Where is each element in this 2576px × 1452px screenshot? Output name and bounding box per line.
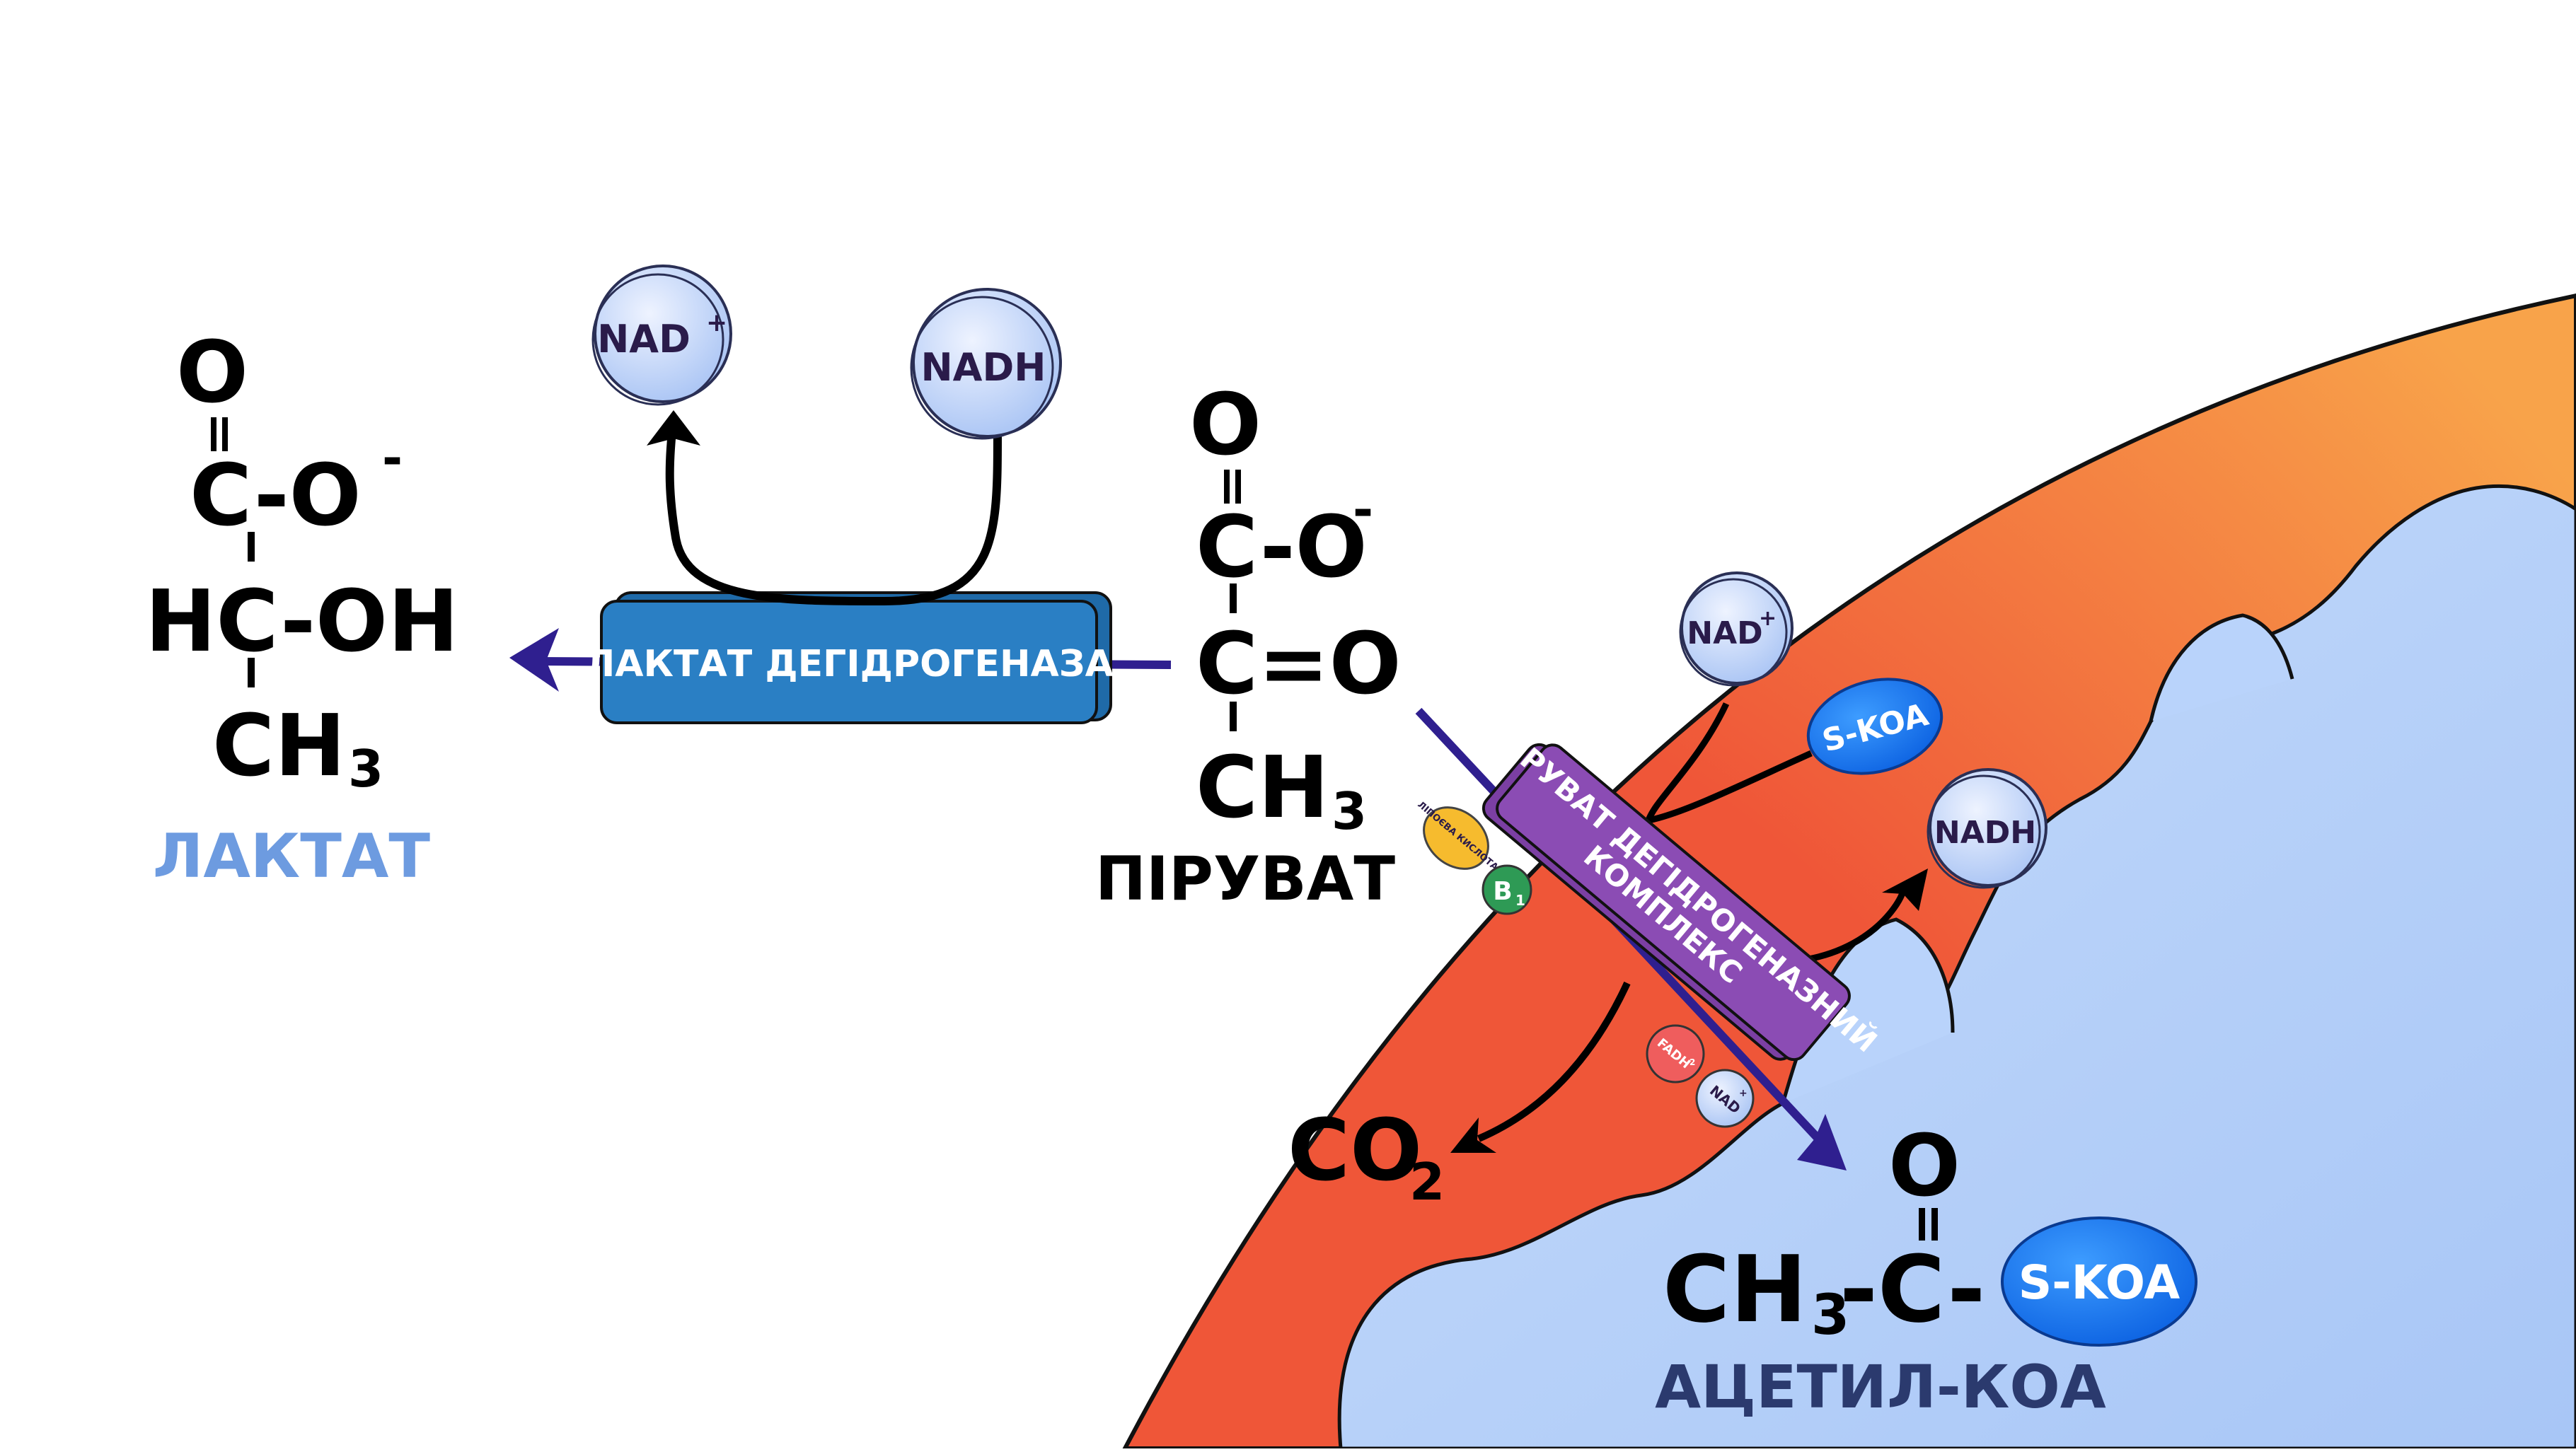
pdh-arrow-head <box>1797 1114 1847 1171</box>
cofactor-fadh-sub: 2 <box>1690 1057 1695 1067</box>
acetyl-skoa-text: S-KOA <box>2018 1255 2181 1310</box>
ldh-nad-plus-bubble <box>591 265 732 406</box>
pdh-nadh-bubble <box>1927 768 2047 889</box>
lactate-o-top: O <box>176 324 248 422</box>
ldh-label: ЛАКТАТ ДЕГІДРОГЕНАЗА <box>584 643 1114 685</box>
lactate-structure: O C-O - HC-OH CH 3 <box>145 324 459 798</box>
acetyl-coa-name: АЦЕТИЛ-КОА <box>1655 1352 2106 1422</box>
pdh-nad-plus-text: NAD <box>1687 615 1762 651</box>
co2-arrow-head <box>1450 1117 1496 1153</box>
acetyl-formula: CH <box>1663 1236 1807 1343</box>
co2-sub: 2 <box>1409 1152 1445 1212</box>
crista-fold <box>2149 613 2294 722</box>
pyruvate-row2: C=O <box>1196 615 1402 714</box>
ldh-cofactor-arrow-head <box>647 410 700 446</box>
acetyl-skoa-bubble <box>2001 1216 2197 1347</box>
cofactor-b1: B 1 <box>1482 864 1532 915</box>
lactate-arrow-head <box>509 628 559 692</box>
pdh-nadh-text: NADH <box>1934 815 2036 851</box>
acetyl-formula-rest: -C- <box>1839 1236 1985 1343</box>
cofactor-nad: NAD + <box>1695 1069 1755 1128</box>
pdh-skoa-bubble <box>1806 678 1943 775</box>
lactate-row1: C-O <box>190 447 362 545</box>
ldh-cofactor-arrow <box>665 431 1002 606</box>
pyruvate-row1-charge: - <box>1353 481 1373 539</box>
ldh-nad-plus-text: NAD <box>597 317 691 361</box>
pyruvate-structure: O C-O - C=O CH 3 <box>1189 376 1402 841</box>
cofactor-nad-sup: + <box>1739 1088 1748 1099</box>
pdh-nad-line <box>1645 702 1730 822</box>
lactate-row3: CH <box>212 697 346 796</box>
lactate-row3-sub: 3 <box>348 739 383 798</box>
cofactor-b1-text: B <box>1493 877 1512 906</box>
co2-arrow <box>1477 981 1631 1142</box>
pdh-nadh-arrow-head <box>1882 869 1928 911</box>
lactate-dehydrogenase-enzyme <box>600 591 1112 724</box>
mitochondrion-matrix <box>1337 484 2576 1451</box>
lactate-name: ЛАКТАТ <box>153 821 431 892</box>
pdh-skoa-line <box>1648 750 1813 824</box>
pdh-nad-plus-sup: + <box>1759 606 1777 631</box>
cofactor-lipoic-acid: ЛІПОЄВА КИСЛОТА <box>1415 799 1500 873</box>
lactate-row1-charge: - <box>382 429 403 487</box>
co2-text: CO <box>1288 1102 1422 1200</box>
ldh-nad-plus-sup: + <box>706 308 727 337</box>
ldh-nadh-bubble <box>910 288 1062 440</box>
cofactor-b1-sub: 1 <box>1515 892 1525 909</box>
pyruvate-row1: C-O <box>1196 499 1368 597</box>
lactate-row2: HC-OH <box>145 573 459 671</box>
pyruvate-name: ПІРУВАТ <box>1095 844 1395 914</box>
acetyl-formula-sub: 3 <box>1811 1284 1849 1347</box>
ldh-nadh-text: NADH <box>920 345 1046 390</box>
acetyl-coa-structure: O CH 3 -C- <box>1663 1117 1985 1347</box>
cofactor-fadh2: FADH 2 <box>1646 1024 1705 1084</box>
pyruvate-o-top: O <box>1189 376 1261 475</box>
pyruvate-row3: CH <box>1196 739 1329 837</box>
acetyl-o-top: O <box>1888 1117 1960 1216</box>
pyruvate-row3-sub: 3 <box>1332 782 1367 841</box>
pdh-nad-plus-bubble <box>1679 571 1794 687</box>
